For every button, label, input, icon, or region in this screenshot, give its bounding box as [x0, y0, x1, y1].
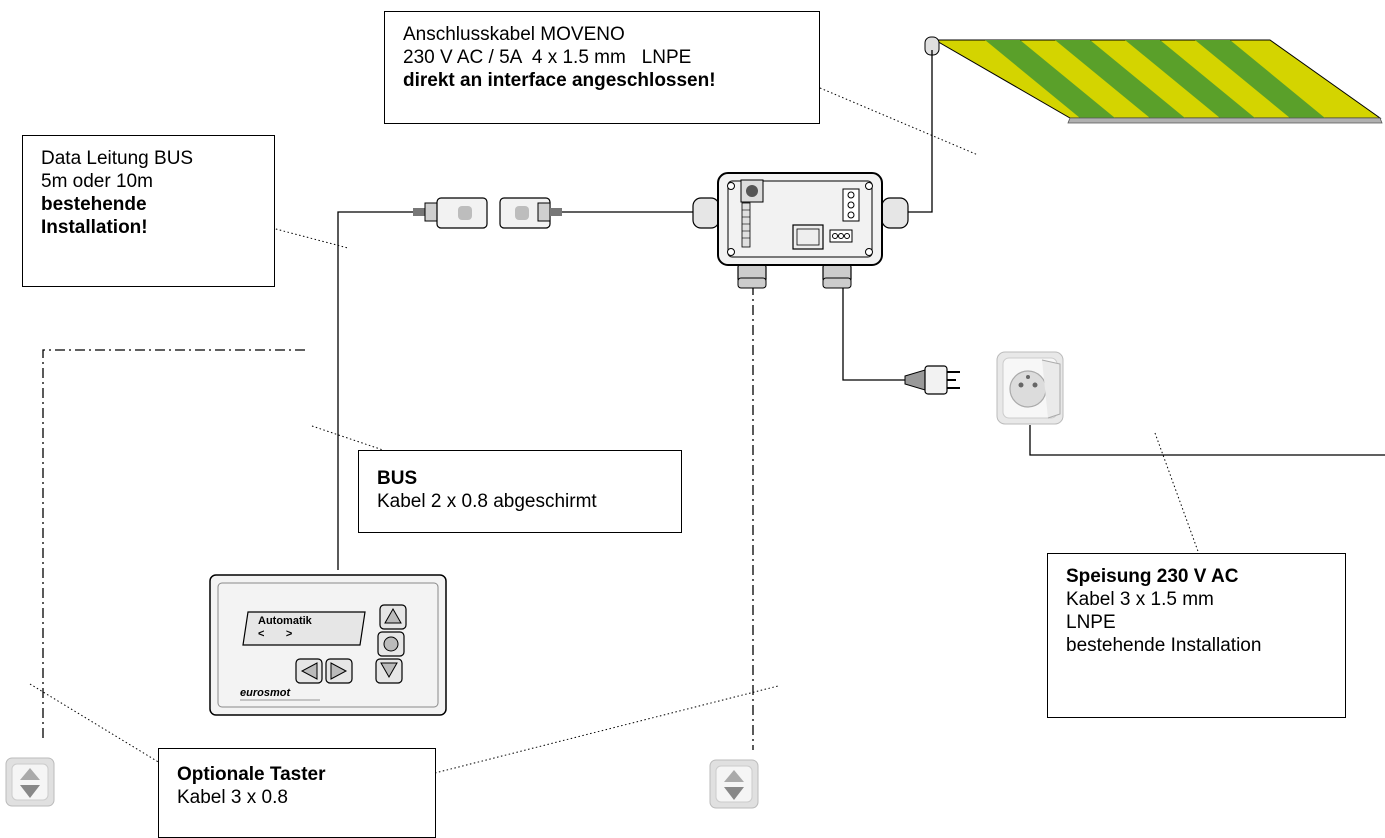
controller-panel-icon: Automatik < > eurosmot	[209, 574, 447, 716]
leader-lines	[29, 87, 1204, 774]
awning-icon	[924, 36, 1383, 124]
data-bus-line1: Data Leitung BUS	[41, 148, 194, 169]
moveno-cable	[908, 50, 933, 213]
wall-socket-icon	[996, 351, 1064, 425]
bus-connector-icon	[413, 197, 562, 229]
power-cable	[842, 283, 910, 381]
wall-switch-left-icon	[5, 757, 55, 807]
callout-optional-taster: Optionale Taster Kabel 3 x 0.8	[158, 748, 436, 838]
wires	[337, 50, 1385, 570]
interface-box-icon	[692, 172, 909, 289]
taster-line2: Kabel 3 x 0.8	[177, 787, 288, 808]
moveno-line2: 230 V AC / 5A 4 x 1.5 mm LNPE	[403, 47, 692, 68]
bus-data-cable	[337, 211, 420, 570]
controller-display-line1: Automatik	[258, 615, 313, 627]
speisung-line4: bestehende Installation	[1066, 635, 1262, 656]
wall-switch-right-icon	[709, 759, 759, 809]
supply-cable	[1029, 425, 1385, 456]
controller-brand: eurosmot	[240, 687, 291, 699]
bus-line1: BUS	[377, 468, 418, 489]
controller-display-line2: < >	[258, 628, 292, 640]
speisung-line1: Speisung 230 V AC	[1066, 566, 1239, 587]
taster-line1: Optionale Taster	[177, 764, 326, 785]
power-plug-icon	[904, 365, 960, 395]
callout-moveno-cable: Anschlusskabel MOVENO 230 V AC / 5A 4 x …	[384, 11, 820, 124]
speisung-line3: LNPE	[1066, 612, 1116, 633]
callout-data-bus: Data Leitung BUS 5m oder 10m bestehende …	[22, 135, 275, 287]
data-bus-line2: 5m oder 10m	[41, 171, 153, 192]
speisung-line2: Kabel 3 x 1.5 mm	[1066, 589, 1214, 610]
moveno-line3: direkt an interface angeschlossen!	[403, 70, 716, 91]
moveno-line1: Anschlusskabel MOVENO	[403, 24, 625, 45]
data-bus-line3: bestehende	[41, 194, 147, 215]
bus-line2: Kabel 2 x 0.8 abgeschirmt	[377, 491, 597, 512]
callout-speisung: Speisung 230 V AC Kabel 3 x 1.5 mm LNPE …	[1047, 553, 1346, 718]
optional-switch-cables	[42, 285, 754, 750]
data-bus-line4: Installation!	[41, 217, 148, 238]
callout-bus: BUS Kabel 2 x 0.8 abgeschirmt	[358, 450, 682, 533]
